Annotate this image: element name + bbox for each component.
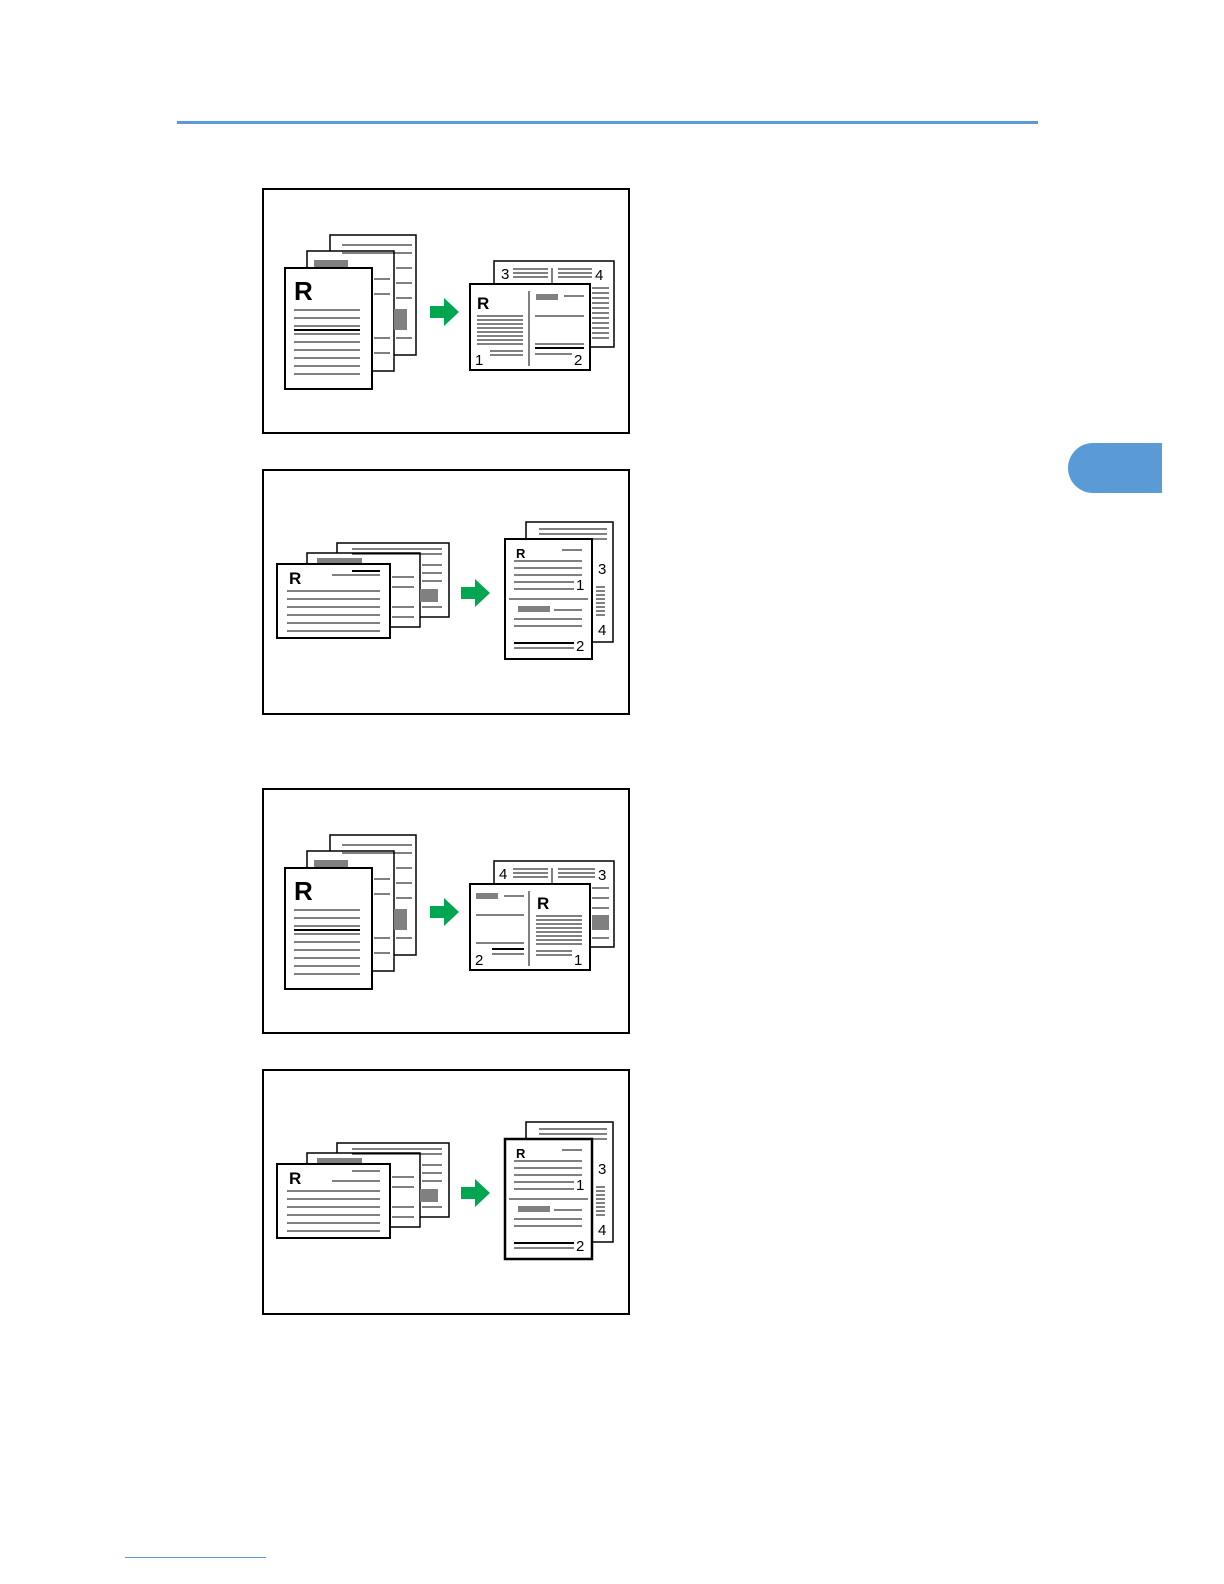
figure-combine-2: R 3 4 R 1 2 bbox=[262, 469, 630, 715]
chapter-tab bbox=[1068, 443, 1162, 493]
figure-combine-1: R 3 4 R 1 2 bbox=[262, 188, 630, 434]
figure-combine-3: R 4 3 R 2 1 bbox=[262, 788, 630, 1034]
orig-mark: R bbox=[289, 569, 301, 588]
orig-mark: R bbox=[516, 546, 526, 561]
shade-block bbox=[314, 260, 348, 267]
result-front-sheet: R 2 1 bbox=[470, 884, 590, 970]
orig-mark: R bbox=[294, 876, 313, 906]
page-number-3: 3 bbox=[598, 867, 606, 884]
page-number-1: 1 bbox=[574, 952, 582, 969]
result-front-sheet: R 1 2 bbox=[470, 284, 590, 370]
page-number-4: 4 bbox=[598, 1222, 606, 1239]
page-number-3: 3 bbox=[501, 266, 509, 283]
page-number-4: 4 bbox=[598, 622, 606, 639]
orig-mark: R bbox=[294, 276, 313, 306]
page-number-4: 4 bbox=[499, 866, 507, 883]
header-rule bbox=[177, 121, 1038, 124]
page-number-1: 1 bbox=[576, 1177, 584, 1194]
result-front-sheet: R 1 2 bbox=[505, 1139, 592, 1259]
page-number-3: 3 bbox=[598, 1161, 606, 1178]
orig-mark: R bbox=[537, 894, 549, 913]
figure-combine-4: R 3 4 R 1 2 bbox=[262, 1069, 630, 1315]
page-number-1: 1 bbox=[576, 577, 584, 594]
orig-mark: R bbox=[289, 1169, 301, 1188]
page-number-2: 2 bbox=[574, 352, 582, 369]
page-number-2: 2 bbox=[576, 1238, 584, 1255]
footer-rule bbox=[125, 1557, 266, 1558]
page-number-3: 3 bbox=[598, 561, 606, 578]
orig-mark: R bbox=[477, 294, 489, 313]
page-number-4: 4 bbox=[595, 267, 603, 284]
page-number-2: 2 bbox=[475, 952, 483, 969]
result-front-sheet: R 1 2 bbox=[505, 539, 592, 659]
shade-block bbox=[394, 309, 407, 330]
page-number-1: 1 bbox=[475, 352, 483, 369]
orig-mark: R bbox=[516, 1146, 526, 1161]
page-number-2: 2 bbox=[576, 638, 584, 655]
